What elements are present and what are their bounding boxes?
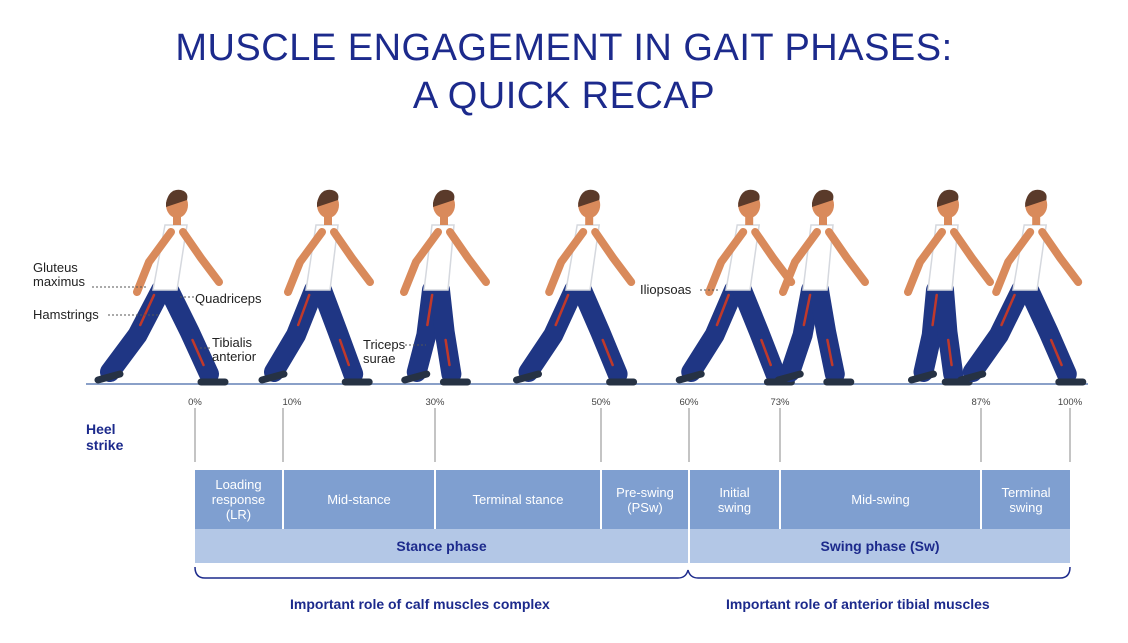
- phase-initial-swing: Initial swing: [690, 470, 779, 529]
- label-iliopsoas: Iliopsoas: [640, 282, 692, 297]
- pct-73: 73%: [770, 397, 790, 408]
- stance-phase-band: Stance phase: [195, 529, 688, 563]
- phase-loading-response: Loading response (LR): [195, 470, 282, 529]
- pct-10: 10%: [282, 397, 302, 408]
- phase-mid-swing: Mid-swing: [781, 470, 980, 529]
- phase-mid-stance: Mid-stance: [284, 470, 434, 529]
- title-line-2: A QUICK RECAP: [412, 75, 716, 117]
- phase-pre-swing: Pre-swing (PSw): [602, 470, 688, 529]
- heel-strike-label: Heel strike: [86, 421, 124, 453]
- walker-heel-strike: [94, 189, 229, 386]
- label-hamstrings: Hamstrings: [33, 307, 99, 322]
- label-gluteus: Gluteus maximus: [33, 260, 86, 289]
- walker-pre-swing: [675, 189, 796, 386]
- walker-terminal-stance: [513, 189, 638, 386]
- pct-30: 30%: [425, 397, 445, 408]
- label-quadriceps: Quadriceps: [195, 291, 262, 306]
- phase-brace: [194, 566, 1071, 579]
- phase-terminal-stance: Terminal stance: [436, 470, 600, 529]
- pct-100: 100%: [1057, 397, 1083, 408]
- walkers: [94, 189, 1087, 386]
- label-triceps: Triceps surae: [363, 337, 406, 366]
- role-swing: Important role of anterior tibial muscle…: [726, 596, 990, 612]
- role-stance: Important role of calf muscles complex: [290, 596, 550, 612]
- walker-mid-stance: [400, 189, 490, 386]
- phase-terminal-swing: Terminal swing: [982, 470, 1070, 529]
- pct-87: 87%: [971, 397, 991, 408]
- tick-lines: [194, 408, 1071, 462]
- swing-phase-band: Swing phase (Sw): [690, 529, 1070, 563]
- walker-terminal-swing: [957, 189, 1087, 386]
- walker-mid-swing: [904, 189, 994, 386]
- walker-loading: [258, 189, 374, 386]
- label-tibialis: Tibialis anterior: [212, 335, 257, 364]
- pct-50: 50%: [591, 397, 611, 408]
- pct-60: 60%: [679, 397, 699, 408]
- leader-lines: [92, 286, 718, 349]
- walker-initial-swing: [774, 189, 869, 386]
- title-line-1: MUSCLE ENGAGEMENT IN GAIT PHASES:: [175, 27, 953, 69]
- pct-0: 0%: [188, 397, 202, 408]
